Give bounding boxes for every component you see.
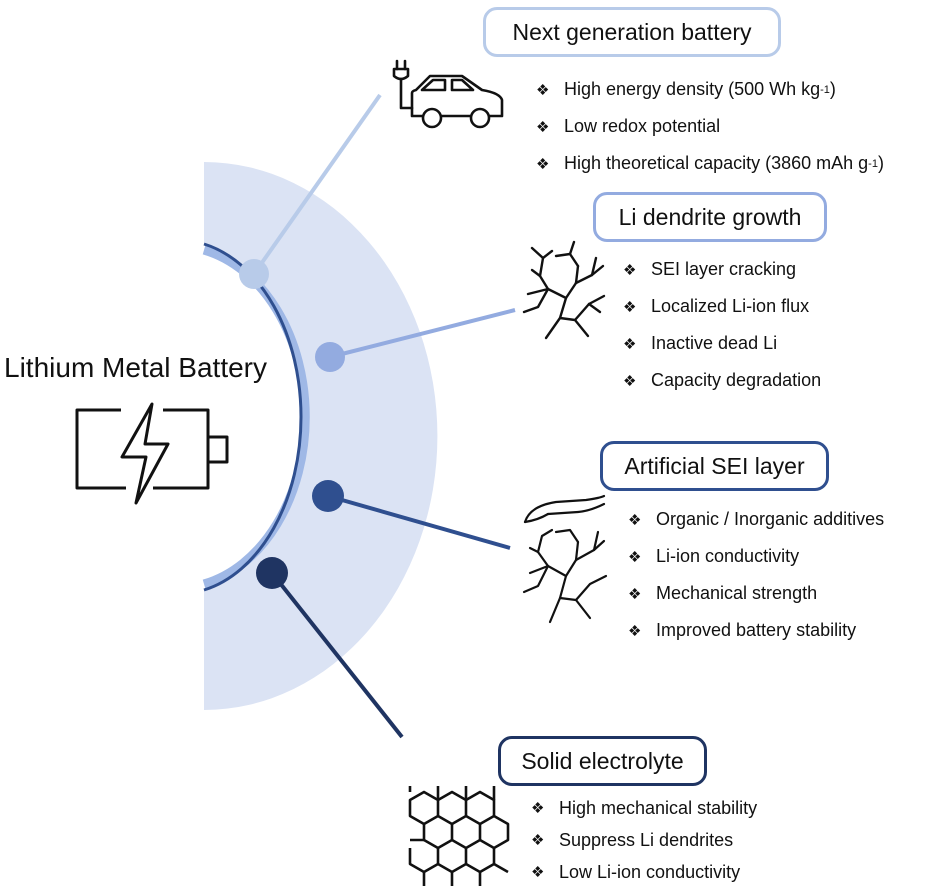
list-item: ❖ Li-ion conductivity: [628, 538, 884, 575]
list-item: ❖ Low redox potential: [536, 108, 884, 145]
bullet-mark: ❖: [623, 335, 637, 353]
honeycomb-lattice-icon: [408, 786, 510, 886]
list-item: ❖ Capacity degradation: [623, 362, 821, 399]
item-text: Capacity degradation: [651, 370, 822, 390]
list-item: ❖ Inactive dead Li: [623, 325, 821, 362]
stage-node-4: [256, 557, 288, 589]
item-tail: ): [829, 79, 836, 99]
solid-electrolyte-list: ❖ High mechanical stability ❖ Suppress L…: [531, 792, 757, 888]
item-text: Low Li-ion conductivity: [559, 861, 741, 882]
list-item: ❖ High theoretical capacity (3860 mAh g-…: [536, 145, 884, 182]
hand-over-dendrite-icon: [522, 494, 608, 624]
item-superscript: -1: [868, 157, 878, 170]
bullet-mark: ❖: [628, 622, 642, 640]
item-superscript: -1: [820, 83, 830, 96]
bullet-mark: ❖: [536, 155, 550, 173]
next-generation-battery-list: ❖ High energy density (500 Wh kg-1) ❖ Lo…: [536, 71, 884, 182]
stage-node-3: [312, 480, 344, 512]
connector-line-2: [329, 308, 516, 359]
dendrite-icon: [522, 240, 606, 340]
li-dendrite-growth-list: ❖ SEI layer cracking ❖ Localized Li-ion …: [623, 251, 821, 399]
item-text: Mechanical strength: [656, 583, 818, 603]
bullet-mark: ❖: [531, 864, 545, 881]
item-text: Localized Li-ion flux: [651, 296, 810, 316]
list-item: ❖ High mechanical stability: [531, 792, 757, 824]
bullet-mark: ❖: [536, 118, 550, 136]
electric-car-icon: [392, 59, 504, 129]
item-text: Low redox potential: [564, 116, 721, 136]
heading-label: Artificial SEI layer: [624, 452, 805, 479]
item-text: Organic / Inorganic additives: [656, 509, 885, 529]
bullet-mark: ❖: [531, 832, 545, 849]
bullet-mark: ❖: [531, 800, 545, 817]
heading-next-generation-battery: Next generation battery: [483, 7, 781, 57]
bullet-mark: ❖: [623, 298, 637, 316]
item-text: High mechanical stability: [559, 797, 758, 818]
halo-band: [204, 162, 438, 710]
heading-label: Li dendrite growth: [618, 203, 802, 230]
heading-label: Next generation battery: [512, 18, 752, 45]
list-item: ❖ Suppress Li dendrites: [531, 824, 757, 856]
item-text: Improved battery stability: [656, 620, 857, 640]
item-text: High theoretical capacity (3860 mAh g: [564, 153, 869, 173]
heading-artificial-sei-layer: Artificial SEI layer: [600, 441, 829, 491]
diagram-title: Lithium Metal Battery: [4, 352, 267, 383]
list-item: ❖ Improved battery stability: [628, 612, 884, 649]
heading-li-dendrite-growth: Li dendrite growth: [593, 192, 827, 242]
bullet-mark: ❖: [623, 261, 637, 279]
connector-line-3: [327, 494, 511, 550]
item-text: Suppress Li dendrites: [559, 829, 734, 850]
list-item: ❖ Localized Li-ion flux: [623, 288, 821, 325]
item-text: Li-ion conductivity: [656, 546, 800, 566]
item-text: SEI layer cracking: [651, 259, 797, 279]
artificial-sei-layer-list: ❖ Organic / Inorganic additives ❖ Li-ion…: [628, 501, 884, 649]
item-text: Inactive dead Li: [651, 333, 778, 353]
list-item: ❖ High energy density (500 Wh kg-1): [536, 71, 884, 108]
connector-line-1: [252, 93, 382, 276]
bullet-mark: ❖: [628, 511, 642, 529]
heading-label: Solid electrolyte: [521, 747, 684, 774]
bullet-mark: ❖: [623, 372, 637, 390]
bullet-mark: ❖: [628, 585, 642, 603]
item-tail: ): [877, 153, 884, 173]
list-item: ❖ Mechanical strength: [628, 575, 884, 612]
bullet-mark: ❖: [536, 81, 550, 99]
stage-node-1: [239, 259, 269, 289]
stage-node-2: [315, 342, 345, 372]
bullet-mark: ❖: [628, 548, 642, 566]
list-item: ❖ Organic / Inorganic additives: [628, 501, 884, 538]
connector-line-4: [270, 571, 404, 739]
list-item: ❖ SEI layer cracking: [623, 251, 821, 288]
battery-icon: [75, 402, 229, 505]
item-text: High energy density (500 Wh kg: [564, 79, 821, 99]
heading-solid-electrolyte: Solid electrolyte: [498, 736, 707, 786]
list-item: ❖ Low Li-ion conductivity: [531, 856, 757, 888]
